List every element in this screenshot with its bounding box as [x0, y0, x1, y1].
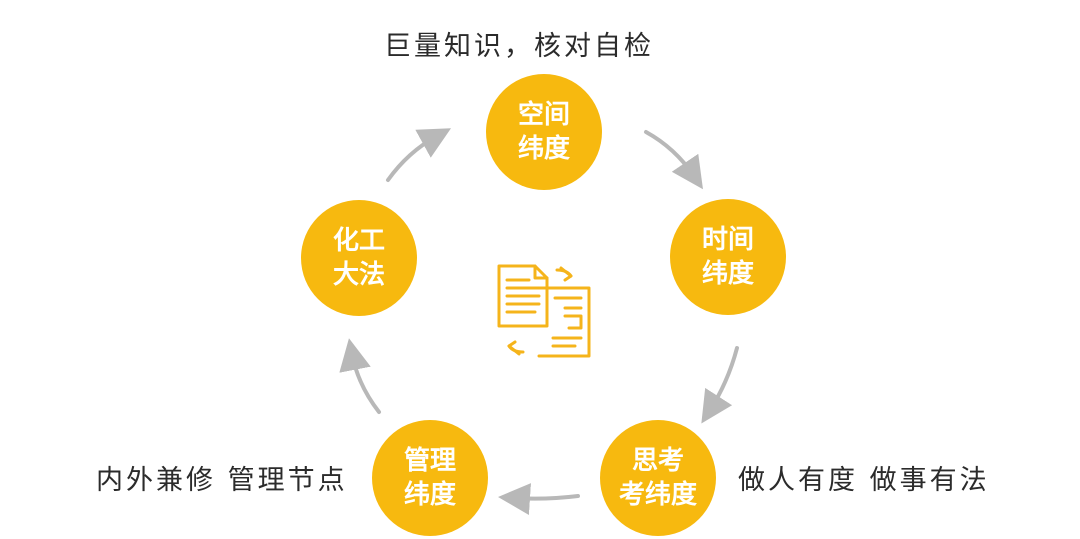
node-time-line2: 纬度	[701, 259, 754, 289]
caption-top: 巨量知识，核对自检	[384, 31, 654, 62]
arrow-time-to-thinking	[701, 346, 739, 424]
arrow-chemical-to-space	[386, 128, 452, 182]
node-management-line1: 管理	[403, 446, 456, 476]
node-space-line2: 纬度	[517, 134, 570, 164]
caption-left: 内外兼修 管理节点	[96, 465, 348, 496]
node-chemical: 化工 大法	[301, 200, 417, 316]
node-chemical-line2: 大法	[332, 260, 385, 290]
document-exchange-icon	[497, 264, 591, 358]
arrow-management-to-chemical	[339, 338, 381, 414]
node-thinking-line1: 思考	[631, 446, 684, 476]
arrow-thinking-to-management	[498, 483, 580, 515]
node-time-line1: 时间	[701, 225, 754, 255]
node-space-line1: 空间	[517, 100, 570, 130]
node-thinking: 思考 考纬度	[600, 420, 716, 536]
node-space: 空间 纬度	[486, 74, 602, 190]
node-management: 管理 纬度	[372, 420, 488, 536]
node-chemical-line1: 化工	[332, 226, 385, 256]
node-thinking-line2: 考纬度	[618, 480, 697, 510]
arrow-space-to-time	[644, 130, 703, 190]
caption-right: 做人有度 做事有法	[738, 465, 990, 496]
node-time: 时间 纬度	[670, 199, 786, 315]
node-management-line2: 纬度	[403, 480, 456, 510]
